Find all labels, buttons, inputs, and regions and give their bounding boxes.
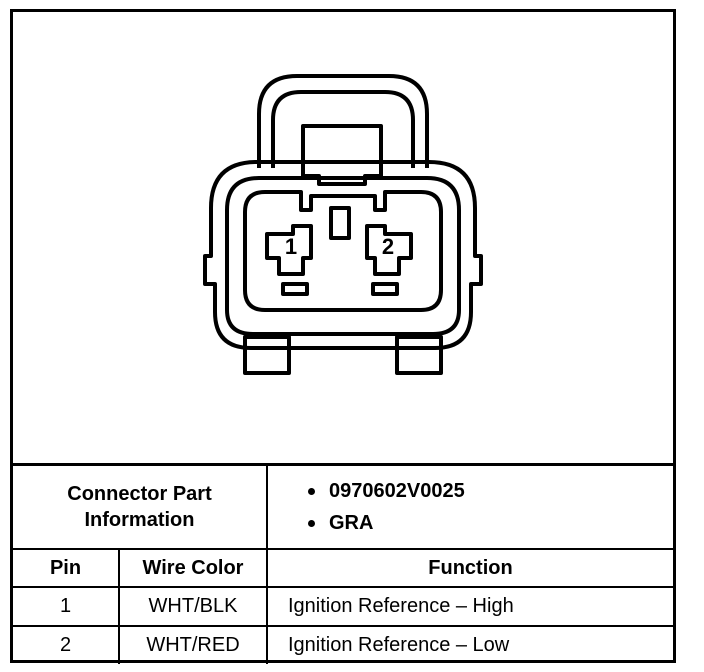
wire-color-header: Wire Color (118, 548, 268, 588)
function-cell: Ignition Reference – Low (266, 625, 673, 664)
part-number-item: 0970602V0025 (308, 475, 673, 507)
latch-inner (271, 90, 415, 168)
header-row: Pin Wire Color Function (13, 548, 673, 588)
foot-right (395, 335, 443, 375)
bullet-icon (308, 487, 315, 495)
part-color-item: GRA (308, 507, 673, 539)
cavity (243, 190, 443, 312)
table-row: 1 WHT/BLK Ignition Reference – High (13, 586, 673, 627)
key-tab (301, 124, 383, 186)
pin-cell: 2 (13, 625, 120, 664)
window-2 (371, 282, 399, 296)
terminal-1 (265, 224, 313, 276)
part-info-label-line1: Connector Part (67, 483, 212, 505)
part-info-values: 0970602V0025 GRA (266, 463, 673, 550)
wire-color-cell: WHT/RED (118, 625, 268, 664)
table-row: 2 WHT/RED Ignition Reference – Low (13, 625, 673, 664)
pin-cell: 1 (13, 586, 120, 627)
pin-1-label: 1 (285, 234, 297, 259)
window-1 (281, 282, 309, 296)
page-frame: 1 2 Connector Part Information 0970602V0… (10, 9, 676, 664)
part-info-row: Connector Part Information 0970602V0025 … (13, 463, 673, 550)
bullet-icon (308, 519, 315, 527)
part-info-label-line2: Information (84, 509, 195, 531)
latch-outer (257, 74, 429, 168)
connector-diagram: 1 2 (13, 12, 673, 463)
housing-inner (225, 176, 461, 336)
connector-info-table: Connector Part Information 0970602V0025 … (13, 463, 673, 664)
wire-color-cell: WHT/BLK (118, 586, 268, 627)
part-info-label: Connector Part Information (13, 463, 268, 550)
foot-left (243, 335, 291, 375)
center-slot (329, 206, 351, 240)
pin-2-label: 2 (382, 234, 394, 259)
housing-outer (203, 160, 483, 350)
part-number: 0970602V0025 (329, 480, 465, 502)
part-color: GRA (329, 512, 374, 534)
connector-face-drawing: 1 2 (203, 74, 483, 375)
function-cell: Ignition Reference – High (266, 586, 673, 627)
terminal-2 (365, 224, 413, 276)
function-header: Function (266, 548, 673, 588)
pin-header: Pin (13, 548, 120, 588)
